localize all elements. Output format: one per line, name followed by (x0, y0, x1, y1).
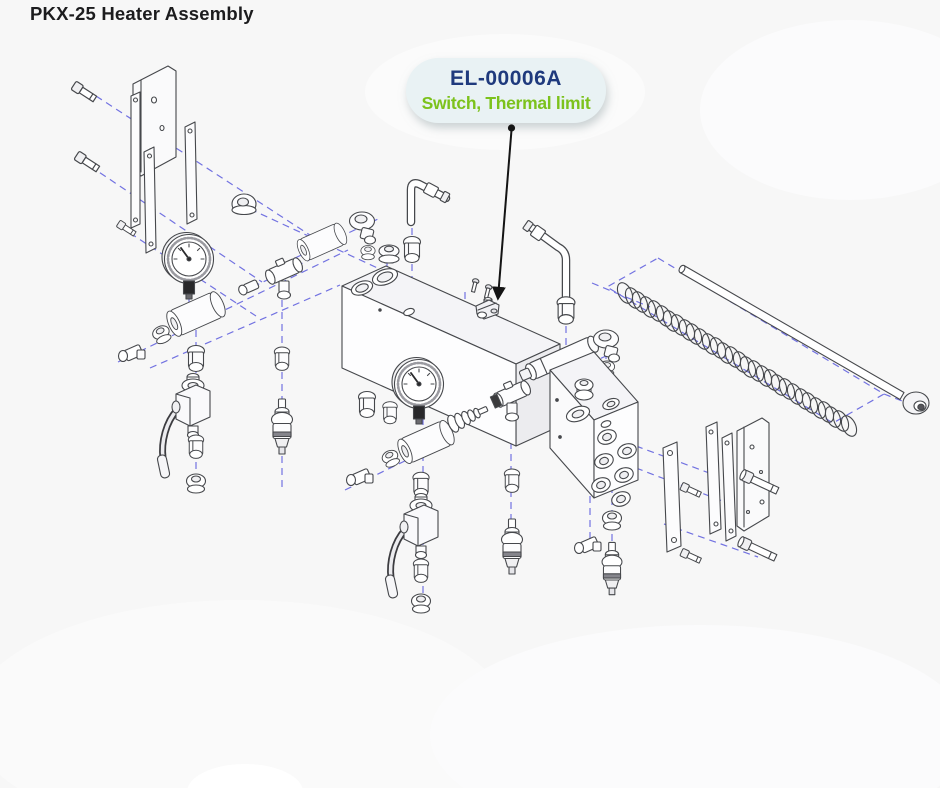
cylinder-spacer (294, 220, 350, 264)
bracket-bar (705, 421, 722, 535)
heating-rod (678, 264, 905, 401)
ball-valve-with-lever (385, 494, 438, 599)
hex-nut (601, 510, 623, 531)
elbow-fitting (345, 467, 374, 487)
compression-fitting (238, 279, 260, 296)
bent-tube (406, 179, 451, 227)
long-screw (736, 535, 779, 564)
tee-branch-nut (504, 402, 520, 422)
elbow-fitting (573, 535, 602, 555)
tee-fitting (489, 374, 533, 410)
pressure-sensor (601, 541, 623, 596)
callout-bubble[interactable] (406, 58, 606, 123)
hex-port (591, 429, 637, 507)
flange-nut (574, 378, 594, 401)
page-title: PKX-25 Heater Assembly (30, 3, 254, 24)
tee-branch-nut (276, 280, 292, 300)
compression-fitting (556, 296, 576, 325)
screw (70, 80, 99, 104)
screw (469, 277, 480, 294)
callout-part-name: Switch, Thermal limit (422, 93, 591, 113)
screw (73, 150, 102, 174)
hex-nut (379, 447, 402, 470)
compression-fitting (273, 346, 291, 371)
ball-valve-with-lever (157, 374, 210, 479)
cylinder-spacer (394, 418, 458, 466)
screw (482, 283, 493, 300)
callout-arrow (491, 124, 516, 301)
hex-nut (360, 245, 376, 261)
callout-part-number: EL-00006A (450, 67, 562, 90)
pressure-sensor (270, 398, 294, 455)
bracket-bar (721, 432, 737, 542)
bent-tube (522, 220, 571, 305)
compression-fitting (382, 401, 398, 425)
hex-nut (185, 473, 207, 494)
compression-fitting (187, 434, 205, 459)
compression-fitting (503, 468, 521, 493)
compression-fitting (402, 235, 422, 264)
compression-fitting (357, 390, 377, 419)
pressure-sensor (500, 518, 524, 575)
bracket-bar (662, 441, 682, 553)
hose-coupling (447, 406, 489, 433)
rod-end-cap (902, 391, 930, 415)
compression-fitting (186, 344, 206, 373)
bracket-bar (130, 91, 141, 229)
elbow-fitting (117, 343, 146, 363)
bracket-bar (143, 146, 157, 254)
hex-nut (410, 593, 432, 614)
pressure-gauge (390, 356, 445, 426)
bracket-bar (184, 121, 198, 225)
screw (679, 547, 703, 565)
part-callout[interactable]: EL-00006A Switch, Thermal limit (406, 58, 606, 301)
swivel-elbow-fitting (348, 211, 377, 245)
flange-nut (378, 244, 400, 264)
screw (679, 481, 703, 499)
thermal-limit-switch[interactable] (475, 296, 500, 320)
valve-manifold (549, 351, 639, 507)
pressure-gauge (160, 231, 215, 301)
compression-fitting (412, 558, 430, 583)
cap-nut (231, 193, 257, 216)
